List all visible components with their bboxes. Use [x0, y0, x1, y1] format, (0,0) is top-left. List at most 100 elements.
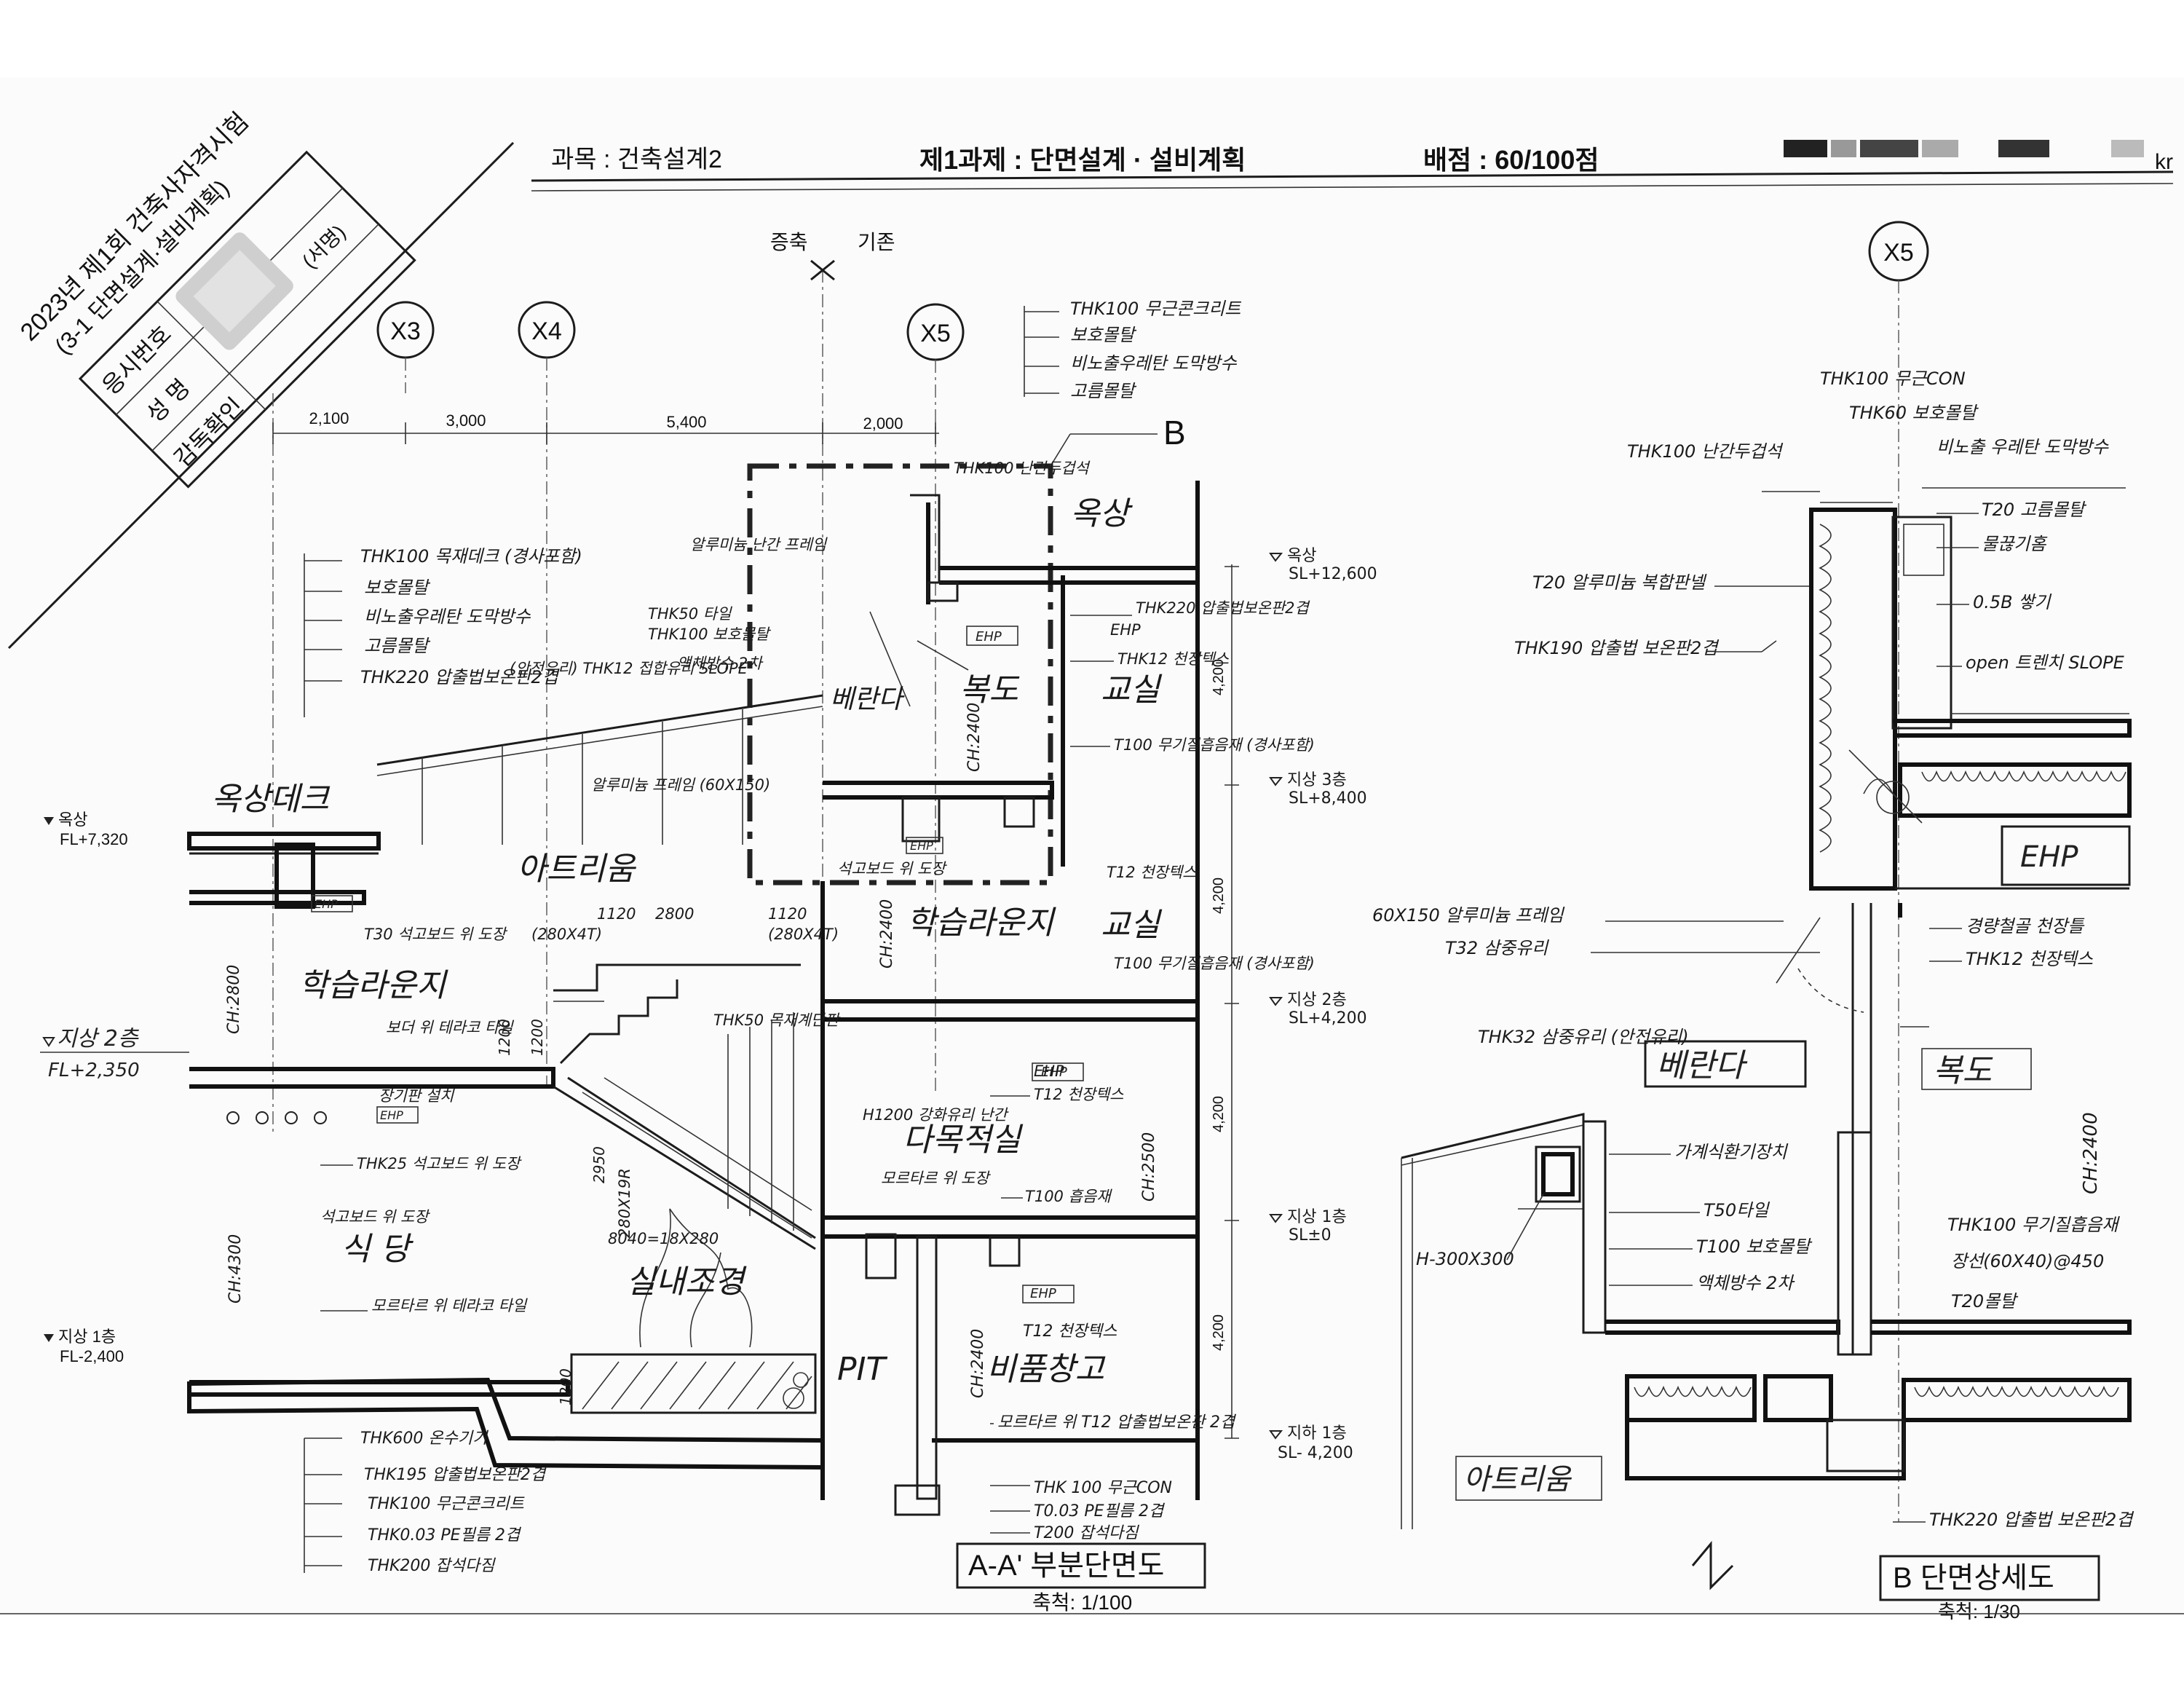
svg-text:축척: 1/30: 축척: 1/30: [1938, 1601, 2020, 1622]
svg-text:2800: 2800: [655, 905, 694, 923]
svg-text:2,100: 2,100: [309, 409, 349, 427]
svg-text:H1200 강화유리 난간: H1200 강화유리 난간: [863, 1106, 1009, 1124]
svg-text:THK220 압출법 보온판2겹: THK220 압출법 보온판2겹: [1929, 1510, 2134, 1530]
task-label: 제1과제 : 단면설계 · 설비계획: [919, 145, 1246, 175]
svg-text:X3: X3: [390, 318, 421, 345]
svg-text:THK0.03 PE필름 2겹: THK0.03 PE필름 2겹: [368, 1526, 521, 1545]
svg-text:CH:2800: CH:2800: [225, 965, 243, 1034]
svg-text:T100 보호몰탈: T100 보호몰탈: [1696, 1237, 1813, 1257]
svg-text:SL- 4,200: SL- 4,200: [1278, 1444, 1353, 1462]
svg-text:T12 천장텍스: T12 천장텍스: [1023, 1322, 1117, 1341]
room-indoor-garden: 실내조경: [626, 1263, 747, 1301]
svg-text:고름몰탈: 고름몰탈: [1070, 381, 1137, 401]
room-veranda-detail: 베란다: [1656, 1047, 1748, 1084]
svg-text:(280X4T): (280X4T): [531, 926, 602, 943]
svg-text:비노출우레탄 도막방수: 비노출우레탄 도막방수: [364, 607, 531, 627]
svg-text:T20 고름몰탈: T20 고름몰탈: [1982, 500, 2087, 520]
notes-detail-right: 경량철골 천장틀 THK12 천장텍스 THK100 무기질흡음재 장선(60X…: [1893, 916, 2134, 1530]
svg-text:THK100 목재데크 (경사포함): THK100 목재데크 (경사포함): [360, 546, 582, 567]
svg-text:축척: 1/100: 축척: 1/100: [1032, 1591, 1132, 1614]
svg-text:액체방수 2차: 액체방수 2차: [1696, 1273, 1795, 1293]
svg-text:EHP: EHP: [976, 629, 1002, 644]
veranda-label-box: [1644, 1040, 1807, 1088]
ehp-detail-label: EHP: [2020, 840, 2078, 874]
svg-text:T20몰탈: T20몰탈: [1951, 1291, 2019, 1312]
level-markers-right: 옥상 SL+12,600 지상 3층 SL+8,400 지상 2층 SL+4,2…: [1269, 547, 1377, 1462]
section-b-drawing: X5 EHP: [1372, 221, 2134, 1622]
svg-text:SL+12,600: SL+12,600: [1289, 565, 1377, 583]
notes-detail-middle: 60X150 알루미늄 프레임 T32 삼중유리 THK32 삼중유리 (안전유…: [1372, 905, 1820, 1293]
svg-text:T200 잡석다짐: T200 잡석다짐: [1034, 1524, 1139, 1542]
svg-text:THK100 보호몰탈: THK100 보호몰탈: [648, 626, 771, 643]
svg-text:CH:2400: CH:2400: [878, 899, 896, 969]
svg-text:지상 2층: 지상 2층: [1287, 991, 1347, 1009]
svg-text:8040=18X280: 8040=18X280: [608, 1230, 719, 1247]
room-storage: 비품창고: [986, 1351, 1105, 1388]
title-block-header: 과목 : 건축설계2 제1과제 : 단면설계 · 설비계획 배점 : 60/10…: [531, 140, 2174, 192]
svg-text:1200: 1200: [496, 1019, 513, 1056]
svg-text:T100 무기질흡음재 (경사포함): T100 무기질흡음재 (경사포함): [1114, 736, 1315, 754]
svg-text:석고보드 위 도장: 석고보드 위 도장: [320, 1208, 430, 1226]
corner-suffix: kr: [2155, 150, 2173, 174]
svg-text:장기판 설치: 장기판 설치: [379, 1087, 455, 1105]
svg-text:액체방수 2차: 액체방수 2차: [677, 655, 764, 672]
grid-axis-x5-detail: X5: [1883, 239, 1914, 267]
score-label: 배점 : 60/100점: [1423, 145, 1599, 175]
svg-text:지상 1층: 지상 1층: [1287, 1208, 1347, 1226]
svg-text:SL+4,200: SL+4,200: [1289, 1009, 1367, 1028]
svg-text:T12 천장텍스: T12 천장텍스: [1034, 1086, 1124, 1103]
svg-text:H-300X300: H-300X300: [1416, 1249, 1514, 1269]
level-markers-left: 옥상 FL+7,320 지상 2층 FL+2,350 지상 1층 FL-2,40…: [40, 811, 189, 1365]
svg-text:4,200: 4,200: [1211, 1314, 1227, 1351]
existing-label: 기존: [858, 231, 895, 253]
room-learning-lounge-2f: 학습라운지: [298, 967, 448, 1004]
extension-label: 증축: [770, 231, 808, 253]
svg-text:T30 석고보드 위 도장: T30 석고보드 위 도장: [364, 926, 507, 943]
svg-text:THK12 천장텍스: THK12 천장텍스: [1966, 949, 2094, 969]
svg-text:비노출 우레탄 도막방수: 비노출 우레탄 도막방수: [1936, 437, 2109, 457]
room-veranda: 베란다: [830, 685, 905, 714]
section-aa-title: A-A' 부분단면도 축척: 1/100: [956, 1542, 1206, 1614]
atrium-stair: [553, 963, 816, 1250]
svg-text:THK50 목재계단판: THK50 목재계단판: [713, 1011, 841, 1029]
ehp-units: EHP EHP EHP EHP EHP EHP: [311, 626, 1084, 1304]
svg-text:경량철골 천장틀: 경량철골 천장틀: [1966, 916, 2085, 936]
svg-text:SL+8,400: SL+8,400: [1289, 789, 1367, 808]
redacted-url: [1784, 140, 2144, 157]
ceiling-heights: CH:2800 CH:4300 CH:2400 CH:2500 CH:2400 …: [225, 703, 1158, 1398]
room-corridor: 복도: [960, 671, 1019, 709]
svg-text:보호몰탈: 보호몰탈: [1070, 325, 1137, 345]
svg-text:T32 삼중유리: T32 삼중유리: [1445, 938, 1549, 958]
section-aa-drawing: X3 X4 X5 증축 기존 2,100 3,000: [40, 231, 1377, 1614]
svg-text:장선(60X40)@450: 장선(60X40)@450: [1951, 1251, 2104, 1271]
room-atrium-detail: 아트리움: [1463, 1463, 1572, 1496]
svg-text:(안전유리) THK12 접합유리 SLOPE: (안전유리) THK12 접합유리 SLOPE: [510, 660, 748, 677]
room-cafeteria: 식 당: [341, 1231, 414, 1268]
notes-top-center: THK100 무근콘크리트 보호몰탈 비노출우레탄 도막방수 고름몰탈: [1070, 299, 1241, 401]
svg-text:CH:2400: CH:2400: [965, 703, 984, 772]
dimension-row: 2,100 3,000 5,400 2,000: [272, 409, 939, 444]
svg-text:CH:2400: CH:2400: [2080, 1112, 2102, 1194]
paper: [0, 77, 2184, 1614]
svg-text:0.5B 쌓기: 0.5B 쌓기: [1973, 592, 2052, 612]
room-roof-deck: 옥상데크: [211, 781, 330, 818]
notes-bottom: THK600 온수기기 THK195 압출법보온판2겹 THK100 무근콘크리…: [360, 1322, 1236, 1575]
svg-text:4,200: 4,200: [1211, 659, 1227, 695]
room-rooftop: 옥상: [1070, 495, 1133, 532]
room-corridor-detail: 복도: [1933, 1052, 1993, 1089]
svg-text:2950: 2950: [590, 1146, 608, 1183]
svg-text:(280X4T): (280X4T): [768, 926, 839, 943]
svg-text:고름몰탈: 고름몰탈: [364, 636, 431, 656]
svg-text:B 단면상세도: B 단면상세도: [1893, 1562, 2054, 1594]
svg-text:THK100 무근콘크리트: THK100 무근콘크리트: [368, 1495, 525, 1513]
svg-text:2,000: 2,000: [863, 414, 903, 433]
grid-axis-x3: X3: [376, 301, 435, 393]
svg-text:모르타르 위 도장: 모르타르 위 도장: [881, 1170, 991, 1187]
indoor-planting: [570, 1208, 817, 1414]
svg-text:THK600 온수기기: THK600 온수기기: [360, 1429, 488, 1448]
svg-text:THK100 무기질흡음재: THK100 무기질흡음재: [1947, 1215, 2120, 1235]
detail-b-marker: B: [1163, 414, 1186, 451]
room-multipurpose: 다목적실: [903, 1121, 1023, 1159]
svg-text:EHP: EHP: [1041, 1065, 1067, 1080]
svg-text:X4: X4: [531, 318, 562, 345]
